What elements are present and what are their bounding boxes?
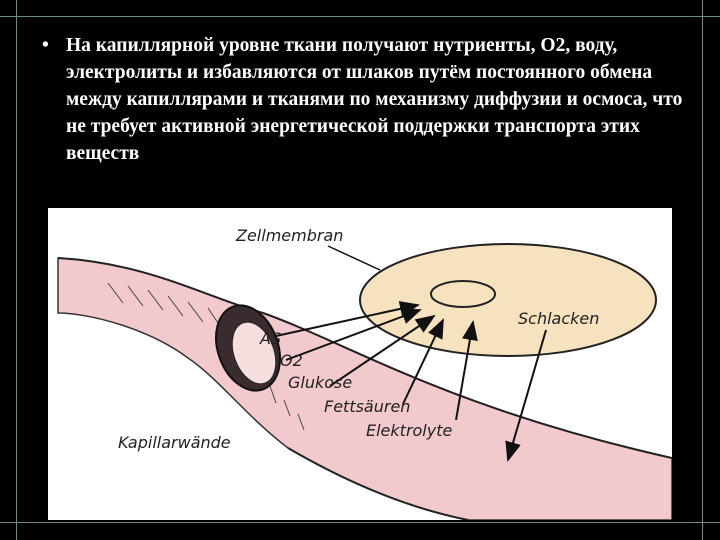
cell-membrane [359, 243, 657, 357]
label-elektrolyte: Elektrolyte [366, 421, 452, 440]
arrow-glukose [329, 314, 436, 387]
label-fettsaeuren: Fettsäuren [324, 397, 410, 416]
arrow-elektrolyte [455, 320, 478, 421]
arrow-o2 [285, 308, 422, 361]
capillary-diagram-svg: Zellmembran Schlacken AS O2 Glukose Fett… [57, 226, 672, 520]
label-glukose: Glukose [288, 373, 352, 392]
label-schlacken: Schlacken [518, 309, 599, 328]
frame-line-right [702, 0, 703, 540]
arrow-as [275, 301, 420, 337]
label-as: AS [259, 329, 281, 348]
capillary-diagram: Zellmembran Schlacken AS O2 Glukose Fett… [48, 208, 672, 520]
bullet-icon: • [42, 35, 49, 56]
arrow-schlacken [505, 329, 547, 462]
label-zellmembran: Zellmembran [235, 226, 343, 245]
connector-zellmembran [327, 245, 381, 271]
capillary-wall-lower [287, 447, 469, 520]
arrow-fettsaeuren [402, 318, 444, 405]
bullet-item: • На капиллярной уровне ткани получают н… [42, 32, 702, 167]
label-o2: O2 [280, 351, 303, 370]
frame-line-top [0, 16, 720, 17]
frame-line-bottom [0, 522, 720, 523]
capillary-wall-upper [57, 257, 672, 459]
frame-line-left [16, 0, 17, 540]
label-kapillarwaende: Kapillarwände [118, 433, 231, 452]
cell-nucleus [430, 280, 496, 308]
bullet-text: На капиллярной уровне ткани получают нут… [66, 35, 683, 164]
capillary-lumen [231, 321, 277, 385]
diffusion-arrows [275, 301, 547, 462]
